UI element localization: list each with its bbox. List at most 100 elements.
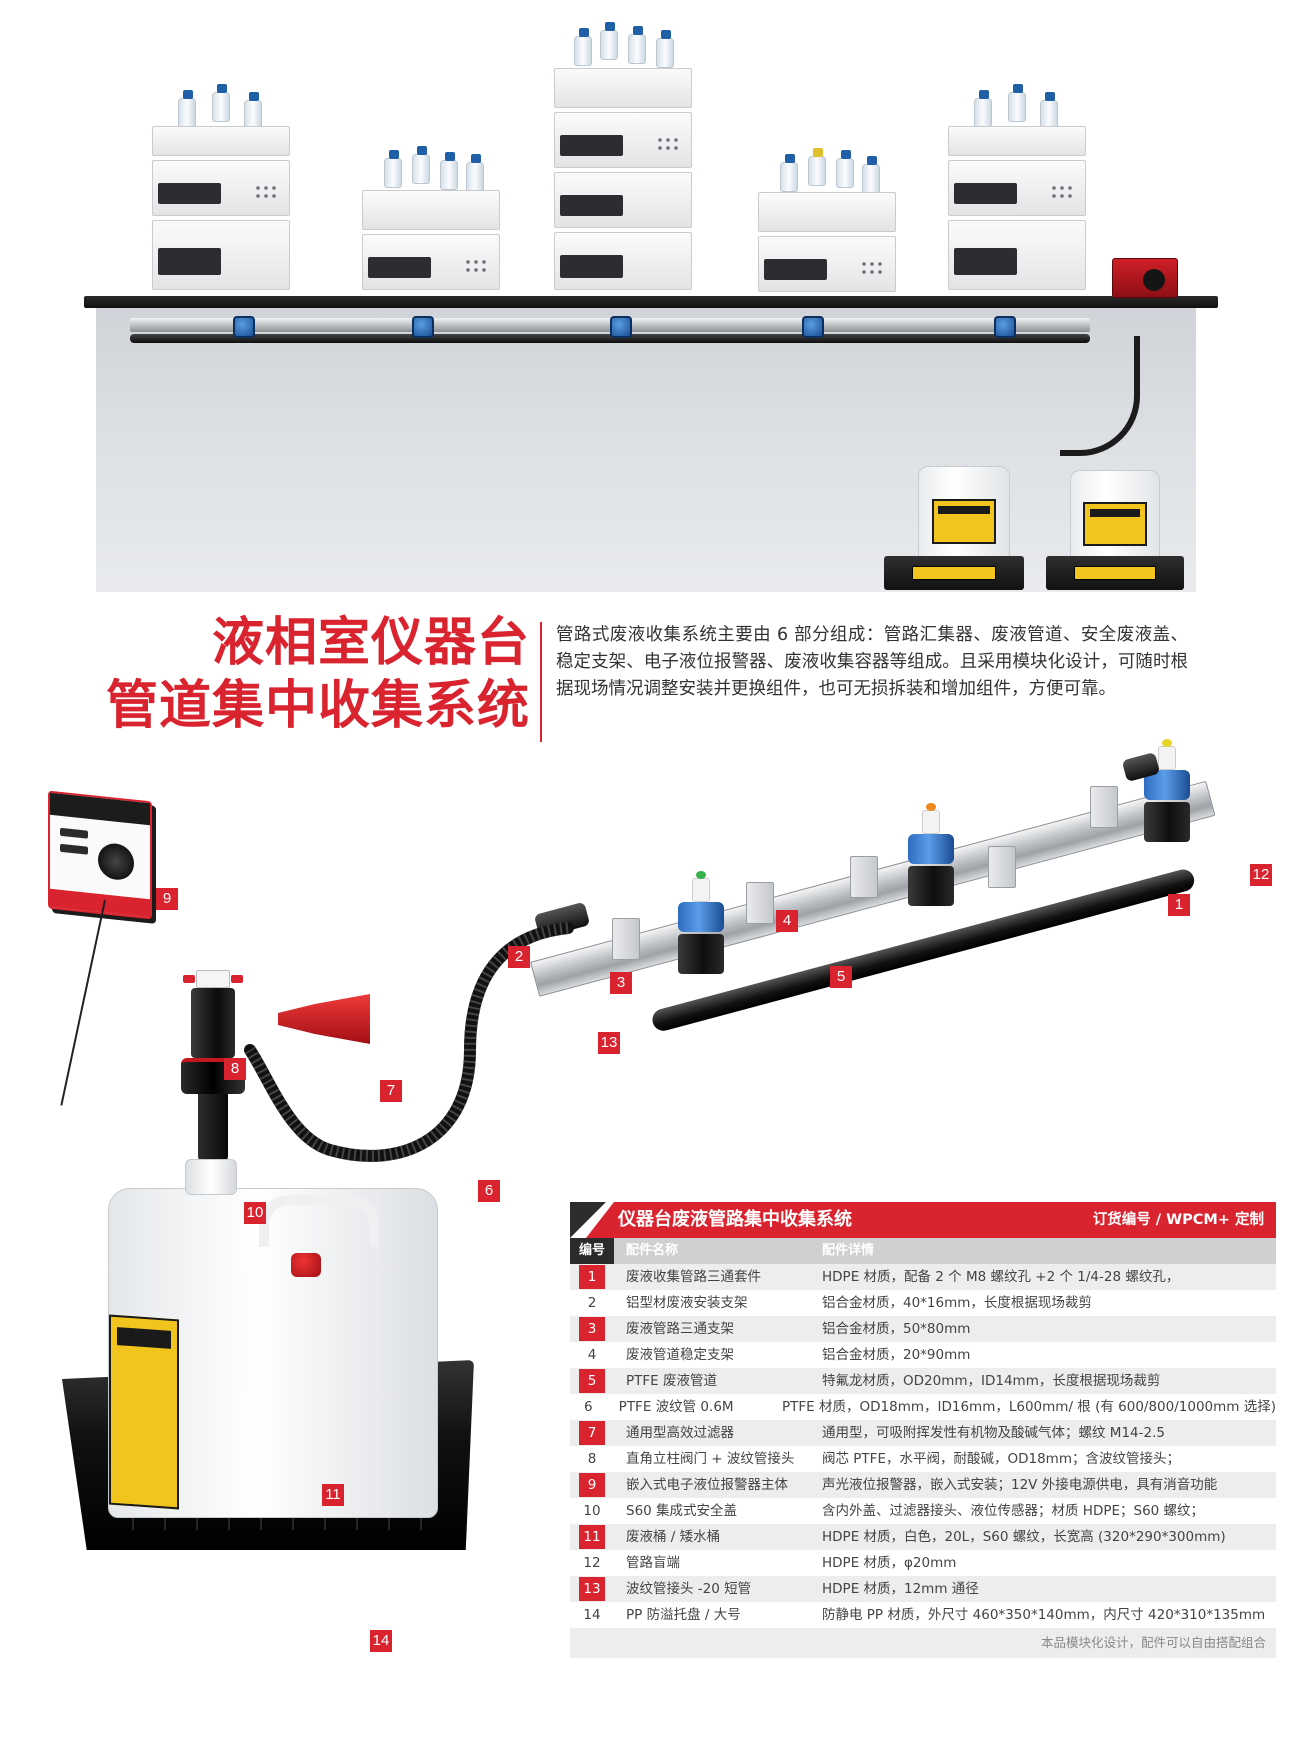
header-num: 编号	[570, 1238, 614, 1264]
callout-5: 5	[830, 966, 852, 988]
part-name: 铝型材废液安装支架	[626, 1295, 748, 1311]
hplc-instrument-3	[554, 22, 692, 296]
part-number-value: 7	[579, 1421, 605, 1445]
part-name: 直角立柱阀门 + 波纹管接头	[626, 1451, 795, 1467]
part-number-value: 11	[579, 1525, 605, 1549]
part-name: 通用型高效过滤器	[626, 1425, 734, 1441]
level-alarm-controller	[48, 790, 152, 920]
part-name: 嵌入式电子液位报警器主体	[626, 1477, 788, 1493]
table-row: 8 直角立柱阀门 + 波纹管接头 阀芯 PTFE，水平阀，耐酸碱，OD18mm；含波…	[570, 1446, 1276, 1472]
part-number: 2	[570, 1290, 614, 1316]
bracket-4	[988, 846, 1016, 888]
parts-table: 仪器台废液管路集中收集系统 订货编号 / WPCM+ 定制 编号 配件名称 配件…	[570, 1202, 1276, 1658]
part-detail: HDPE 材质，配备 2 个 M8 螺纹孔 +2 个 1/4-28 螺纹孔，	[822, 1269, 1180, 1285]
part-number-value: 6	[584, 1399, 593, 1415]
bracket-3	[850, 856, 878, 898]
callout-4: 4	[776, 910, 798, 932]
collector-3	[610, 316, 632, 338]
part-detail: HDPE 材质，白色，20L，S60 螺纹，长宽高 (320*290*300mm…	[822, 1529, 1226, 1545]
part-name: S60 集成式安全盖	[626, 1503, 738, 1519]
hplc-instrument-5	[948, 84, 1086, 296]
part-number: 6	[570, 1394, 607, 1420]
part-detail: PTFE 材质，OD18mm，ID16mm，L600mm/ 根 (有 600/8…	[782, 1399, 1276, 1415]
hplc-instrument-4	[758, 148, 896, 296]
bracket-2	[746, 882, 774, 924]
part-name: PTFE 波纹管 0.6M	[618, 1399, 734, 1415]
part-number: 13	[570, 1576, 614, 1602]
part-number: 8	[570, 1446, 614, 1472]
part-detail: 阀芯 PTFE，水平阀，耐酸碱，OD18mm；含波纹管接头；	[822, 1451, 1180, 1467]
part-number-value: 3	[579, 1317, 605, 1341]
header-detail: 配件详情	[822, 1243, 875, 1258]
part-detail: 声光液位报警器，嵌入式安装；12V 外接电源供电，具有消音功能	[822, 1477, 1218, 1493]
part-number: 5	[570, 1368, 614, 1394]
part-number: 12	[570, 1550, 614, 1576]
title-line-1: 液相室仪器台	[211, 613, 530, 673]
page-title: 液相室仪器台 管道集中收集系统	[60, 612, 530, 738]
waste-canister-left	[918, 466, 1010, 562]
spill-tray-right	[1046, 556, 1184, 590]
part-name: 管路盲端	[626, 1555, 680, 1571]
part-number-value: 2	[587, 1295, 597, 1311]
part-number: 11	[570, 1524, 614, 1550]
parts-table-title: 仪器台废液管路集中收集系统	[618, 1209, 852, 1230]
part-number: 3	[570, 1316, 614, 1342]
part-number: 14	[570, 1602, 614, 1628]
part-name: 波纹管接头 -20 短管	[626, 1581, 752, 1597]
bench-top	[84, 296, 1218, 308]
title-divider	[540, 622, 542, 742]
lab-wall	[96, 300, 1196, 592]
parts-table-header: 编号 配件名称 配件详情	[570, 1238, 1276, 1264]
parts-table-title-bar: 仪器台废液管路集中收集系统 订货编号 / WPCM+ 定制	[570, 1202, 1276, 1238]
components-diagram: 1 2 3 4 5 6 7 8 9 10 11 12 13 14	[0, 739, 1316, 1739]
part-number: 7	[570, 1420, 614, 1446]
collector-5	[994, 316, 1016, 338]
callout-7: 7	[380, 1080, 402, 1102]
part-number-value: 14	[583, 1607, 601, 1623]
hplc-instrument-2	[362, 146, 500, 296]
part-detail: 铝合金材质，50*80mm	[822, 1321, 971, 1337]
callout-1: 1	[1168, 894, 1190, 916]
table-row: 10 S60 集成式安全盖 含内外盖、过滤器接头、液位传感器；材质 HDPE；S60…	[570, 1498, 1276, 1524]
waste-canister-right	[1070, 470, 1160, 564]
table-row: 11 废液桶 / 矮水桶 HDPE 材质，白色，20L，S60 螺纹，长宽高 (32…	[570, 1524, 1276, 1550]
part-number-value: 12	[583, 1555, 601, 1571]
callout-12: 12	[1250, 864, 1272, 886]
part-detail: 含内外盖、过滤器接头、液位传感器；材质 HDPE；S60 螺纹；	[822, 1503, 1205, 1519]
part-detail: 铝合金材质，20*90mm	[822, 1347, 971, 1363]
table-row: 9 嵌入式电子液位报警器主体 声光液位报警器，嵌入式安装；12V 外接电源供电，具有…	[570, 1472, 1276, 1498]
part-name: 废液收集管路三通套件	[626, 1269, 761, 1285]
hplc-instrument-1	[152, 84, 290, 296]
part-number: 9	[570, 1472, 614, 1498]
part-number: 10	[570, 1498, 614, 1524]
order-code: 订货编号 / WPCM+ 定制	[1092, 1212, 1264, 1228]
part-name: PP 防溢托盘 / 大号	[626, 1607, 741, 1623]
callout-8: 8	[224, 1058, 246, 1080]
callout-14: 14	[370, 1630, 392, 1652]
part-detail: 防静电 PP 材质，外尺寸 460*350*140mm，内尺寸 420*310*…	[822, 1607, 1266, 1623]
table-footnote: 本品模块化设计，配件可以自由搭配组合	[570, 1628, 1276, 1658]
system-description: 管路式废液收集系统主要由 6 部分组成：管路汇集器、废液管道、安全废液盖、稳定支…	[556, 625, 1188, 699]
part-number-value: 10	[583, 1503, 601, 1519]
tee-collector-2	[908, 803, 954, 906]
part-name: 废液桶 / 矮水桶	[626, 1529, 721, 1545]
part-number-value: 4	[587, 1347, 597, 1363]
part-name: 废液管道稳定支架	[626, 1347, 734, 1363]
part-detail: HDPE 材质，12mm 通径	[822, 1581, 979, 1597]
header-name: 配件名称	[626, 1243, 679, 1258]
collector-4	[802, 316, 824, 338]
callout-2: 2	[508, 946, 530, 968]
table-row: 1 废液收集管路三通套件 HDPE 材质，配备 2 个 M8 螺纹孔 +2 个 1/…	[570, 1264, 1276, 1290]
tee-collector-1	[678, 871, 724, 974]
part-number-value: 8	[587, 1451, 597, 1467]
callout-10: 10	[244, 1202, 266, 1224]
collector-2	[412, 316, 434, 338]
part-number-value: 1	[579, 1265, 605, 1289]
callout-9: 9	[156, 888, 178, 910]
lab-scene-illustration	[0, 0, 1316, 600]
part-number-value: 5	[579, 1369, 605, 1393]
callout-6: 6	[478, 1180, 500, 1202]
collector-1	[233, 316, 255, 338]
